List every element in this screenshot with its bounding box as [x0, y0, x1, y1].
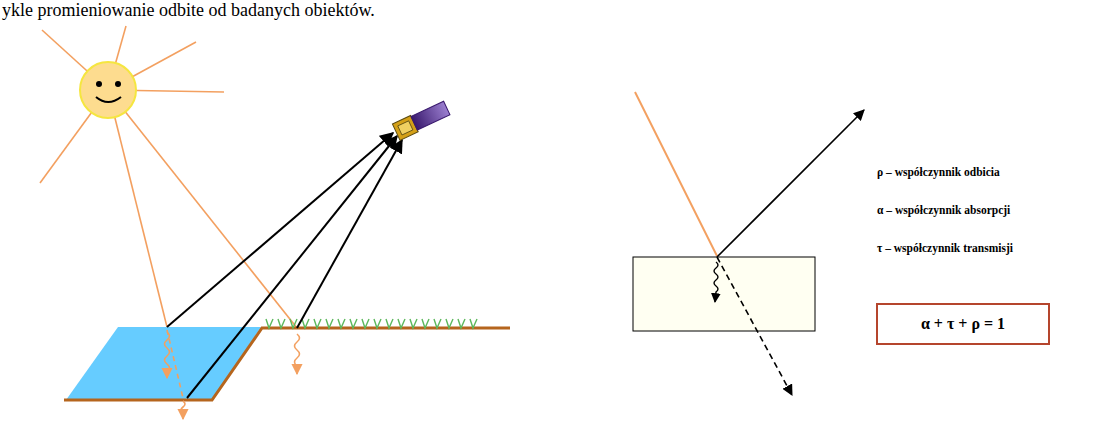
- absorption-wave: [295, 334, 300, 374]
- satellite: [392, 100, 450, 140]
- sun-rays: [40, 26, 297, 328]
- formula-box: α + τ + ρ = 1: [876, 303, 1050, 345]
- formula-text: α + τ + ρ = 1: [921, 315, 1005, 333]
- reflected-rays: [167, 133, 402, 398]
- absorption-wave: [714, 262, 718, 302]
- reflected-ray: [717, 110, 864, 257]
- incident-ray: [635, 92, 717, 256]
- legend-label: τ – współczynnik transmisji: [877, 242, 1013, 255]
- ground-line: [64, 328, 510, 400]
- medium-block: [633, 257, 815, 331]
- water: [66, 327, 261, 400]
- legend-label: α – współczynnik absorpcji: [877, 204, 1010, 217]
- transmission-dashed: [167, 330, 183, 398]
- legend-label: ρ – współczynnik odbicia: [877, 166, 1000, 179]
- absorption-wave: [181, 401, 185, 419]
- sun: [80, 62, 136, 118]
- transmitted-ray: [717, 257, 792, 395]
- caption-fragment: ykle promieniowanie odbite od badanych o…: [2, 0, 375, 21]
